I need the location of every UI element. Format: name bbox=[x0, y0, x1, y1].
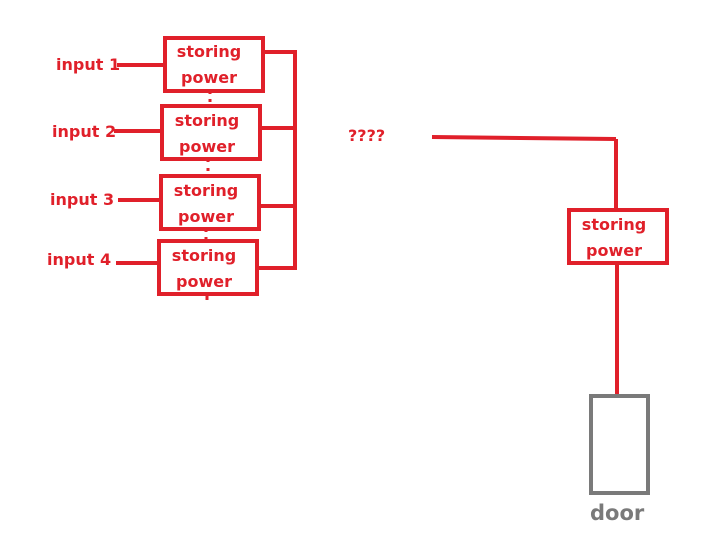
input-label-2: input 2 bbox=[52, 122, 117, 141]
storing-box-1-label: storing power bbox=[159, 39, 259, 91]
storing-box-1-line2: power bbox=[181, 68, 237, 87]
storing-box-3-line1: storing bbox=[173, 181, 239, 200]
storing-box-2-line2: power bbox=[179, 137, 235, 156]
storing-box-1 bbox=[163, 36, 265, 93]
output-storing-box-line1: storing bbox=[581, 215, 647, 234]
storing-box-4-line2: power bbox=[176, 272, 232, 291]
output-storing-box-label: storing power bbox=[564, 212, 664, 264]
storing-box-4-label: storing power bbox=[154, 243, 254, 295]
door-rect bbox=[589, 394, 650, 495]
storing-box-3-line2: power bbox=[178, 207, 234, 226]
input-label-4: input 4 bbox=[47, 250, 112, 269]
storing-box-2-label: storing power bbox=[157, 108, 257, 160]
storing-box-2-line1: storing bbox=[174, 111, 240, 130]
input-label-3: input 3 bbox=[50, 190, 115, 209]
storing-box-3-label: storing power bbox=[156, 178, 256, 230]
storing-box-3 bbox=[159, 174, 261, 231]
storing-box-4-line1: storing bbox=[171, 246, 237, 265]
unknown-output-wire bbox=[431, 135, 617, 141]
door-label: door bbox=[590, 501, 645, 525]
storing-box-2 bbox=[160, 104, 262, 161]
output-storing-box-line2: power bbox=[586, 241, 642, 260]
storing-box-1-line1: storing bbox=[176, 42, 242, 61]
input-label-1: input 1 bbox=[56, 55, 121, 74]
unknown-label: ???? bbox=[348, 126, 386, 145]
